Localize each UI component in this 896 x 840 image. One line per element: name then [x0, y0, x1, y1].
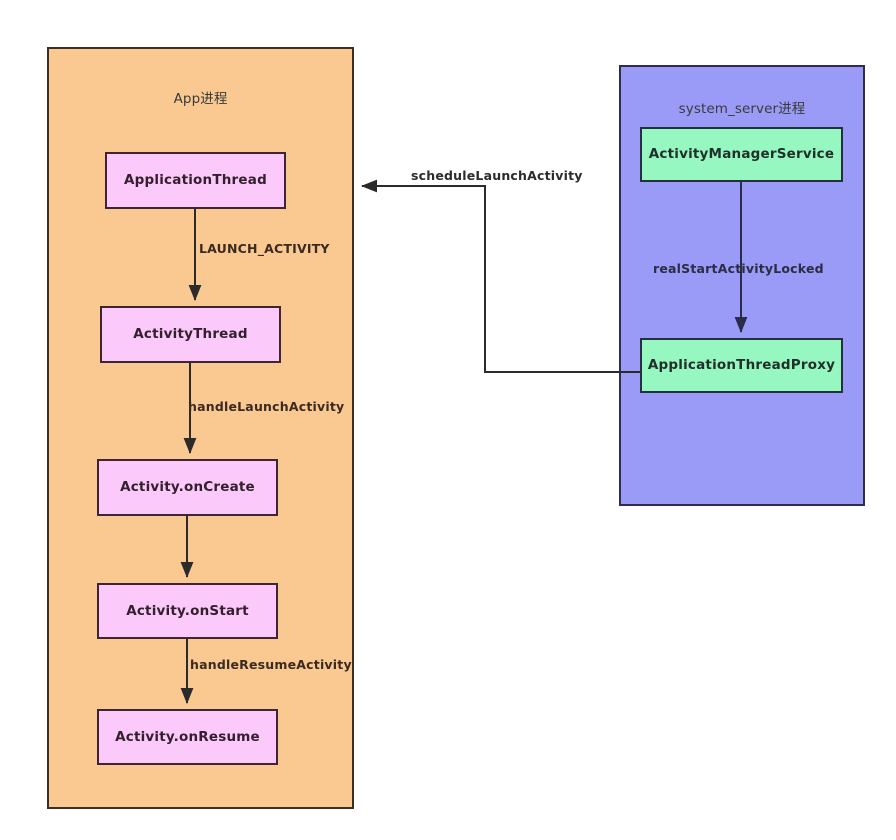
edge-label-handle-resume-activity: handleResumeActivity: [190, 657, 352, 672]
node-label: Activity.onStart: [126, 602, 249, 619]
node-label: ApplicationThreadProxy: [647, 357, 836, 374]
node-activity-onresume[interactable]: Activity.onResume: [97, 709, 278, 765]
process-title-app: App进程: [173, 91, 228, 107]
arrow-schedule-launch-activity: [361, 179, 640, 373]
node-label: ActivityThread: [133, 326, 248, 343]
edge-label-handle-launch-activity: handleLaunchActivity: [188, 399, 345, 414]
node-activity-thread[interactable]: ActivityThread: [100, 306, 281, 363]
node-label: Activity.onCreate: [120, 479, 255, 496]
node-application-thread-proxy[interactable]: ApplicationThreadProxy: [640, 338, 843, 393]
node-activity-manager-service[interactable]: ActivityManagerService: [640, 127, 843, 182]
edge-label-schedule-launch-activity: scheduleLaunchActivity: [411, 168, 583, 183]
edge-label-real-start-activity-locked: realStartActivityLocked: [653, 261, 824, 276]
node-label: ApplicationThread: [124, 172, 267, 189]
edge-label-launch-activity: LAUNCH_ACTIVITY: [199, 241, 330, 256]
process-title-system-server: system_server进程: [678, 101, 806, 117]
node-label: Activity.onResume: [115, 728, 260, 745]
node-activity-oncreate[interactable]: Activity.onCreate: [97, 459, 278, 516]
node-label: ActivityManagerService: [648, 146, 835, 163]
node-application-thread[interactable]: ApplicationThread: [105, 152, 286, 209]
node-activity-onstart[interactable]: Activity.onStart: [97, 583, 278, 639]
